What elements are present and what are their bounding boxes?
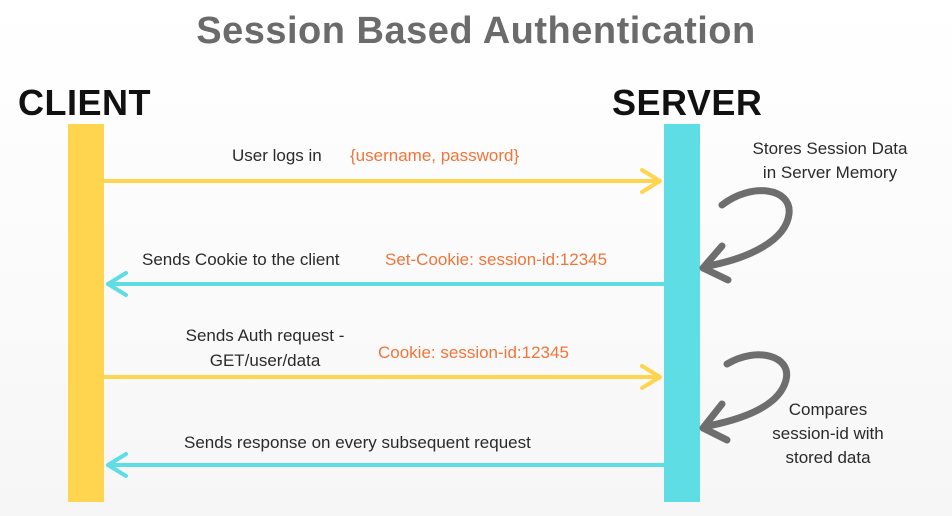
data-response-arrow bbox=[106, 452, 666, 478]
client-lifeline bbox=[68, 124, 104, 502]
compare-session-note-line2: session-id with bbox=[772, 424, 884, 443]
compare-session-note-line3: stored data bbox=[785, 448, 871, 467]
server-heading: SERVER bbox=[612, 82, 763, 123]
login-request-arrow bbox=[102, 168, 662, 194]
cookie-response-arrow bbox=[106, 271, 666, 297]
store-session-note-line1: Stores Session Data bbox=[752, 139, 908, 158]
login-payload: {username, password} bbox=[350, 146, 520, 165]
store-session-note-line2: in Server Memory bbox=[762, 163, 898, 182]
server-lifeline bbox=[664, 124, 700, 502]
auth-request-payload: Cookie: session-id:12345 bbox=[378, 343, 569, 362]
store-session-note: Stores Session Data in Server Memory bbox=[730, 137, 930, 185]
response-label: Sends response on every subsequent reque… bbox=[184, 433, 531, 452]
store-session-loop-arrow bbox=[699, 187, 793, 284]
login-label: User logs in bbox=[232, 146, 322, 165]
cookie-label: Sends Cookie to the client bbox=[142, 250, 340, 269]
auth-request-label-line1: Sends Auth request - bbox=[185, 326, 345, 345]
auth-request-arrow bbox=[102, 364, 662, 390]
compare-session-loop-arrow bbox=[699, 351, 791, 444]
compare-session-note: Compares session-id with stored data bbox=[748, 398, 908, 470]
cookie-payload: Set-Cookie: session-id:12345 bbox=[385, 250, 608, 269]
diagram-title: Session Based Authentication bbox=[196, 10, 756, 52]
compare-session-note-line1: Compares bbox=[788, 400, 868, 419]
auth-request-label-line2: GET/user/data bbox=[209, 351, 321, 370]
client-heading: CLIENT bbox=[18, 82, 151, 123]
